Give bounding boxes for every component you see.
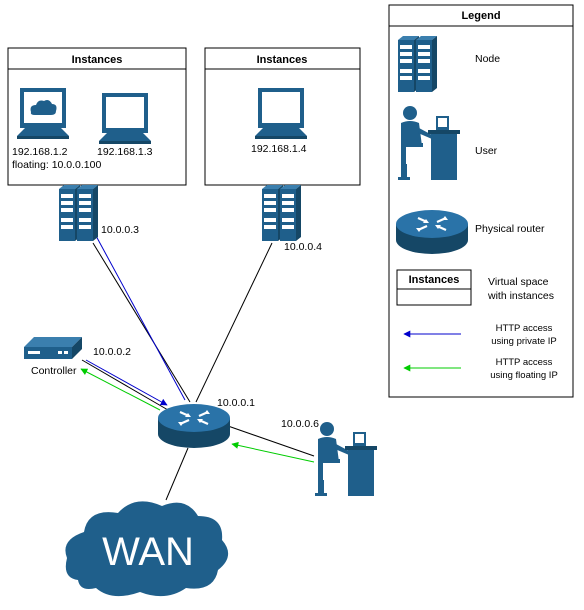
legend-router-icon: [394, 208, 470, 256]
link-router-node-left: [92, 242, 191, 403]
vm-icon-3: [255, 88, 307, 139]
vm-icon-2: [99, 93, 151, 144]
legend-private-line1: HTTP access: [496, 323, 553, 334]
link-router-user: [227, 425, 315, 457]
wan-cloud: WAN: [65, 501, 229, 597]
router-ip: 10.0.0.1: [217, 397, 255, 409]
legend: Legend Node User Physical router Instanc…: [388, 4, 574, 398]
vm1-floating-ip: floating: 10.0.0.100: [12, 159, 101, 171]
user-device: [315, 422, 377, 496]
link-router-wan: [165, 447, 189, 501]
private-ip-path-controller-router: [85, 359, 168, 406]
vm2-ip: 192.168.1.3: [97, 146, 153, 158]
node-left: [59, 185, 98, 241]
vm1-ip: 192.168.1.2: [12, 146, 68, 158]
legend-instances-box: Instances: [396, 269, 472, 306]
instances-right-title: Instances: [257, 54, 308, 66]
vm-icon-1: [17, 88, 69, 139]
node-right: [262, 185, 301, 241]
floating-ip-path-user-router: [231, 441, 315, 463]
user-ip: 10.0.0.6: [281, 418, 319, 430]
legend-private-line2: using private IP: [491, 336, 556, 347]
private-ip-path-router-node: [94, 233, 186, 401]
legend-virtual-space-line2: with instances: [487, 290, 554, 302]
link-router-node-right: [195, 242, 273, 403]
legend-node-icon: [398, 36, 437, 92]
legend-user-label: User: [475, 145, 498, 157]
router-device: [156, 402, 232, 450]
network-links: [72, 142, 315, 501]
node-right-ip: 10.0.0.4: [284, 241, 322, 253]
legend-router-label: Physical router: [475, 223, 545, 235]
instances-left-title: Instances: [72, 54, 123, 66]
controller-device: [24, 337, 82, 359]
legend-floating-line2: using floating IP: [490, 370, 558, 381]
link-router-controller: [81, 359, 169, 411]
vm3-ip: 192.168.1.4: [251, 143, 307, 155]
instances-box-right: Instances 192.168.1.4: [204, 47, 361, 186]
floating-ip-path-router-controller: [80, 368, 161, 411]
legend-virtual-space-line1: Virtual space: [488, 276, 549, 288]
node-left-ip: 10.0.0.3: [101, 224, 139, 236]
instances-box-left: Instances 192.168.1.2 floating: 10.0.0.1…: [7, 47, 187, 186]
controller-label: Controller: [31, 365, 77, 377]
wan-label: WAN: [102, 530, 194, 574]
controller-ip: 10.0.0.2: [93, 346, 131, 358]
cloud-icon: [30, 100, 57, 115]
legend-floating-line1: HTTP access: [496, 357, 553, 368]
legend-node-label: Node: [475, 53, 500, 65]
legend-title: Legend: [461, 10, 500, 22]
legend-instances-box-title: Instances: [409, 274, 460, 286]
